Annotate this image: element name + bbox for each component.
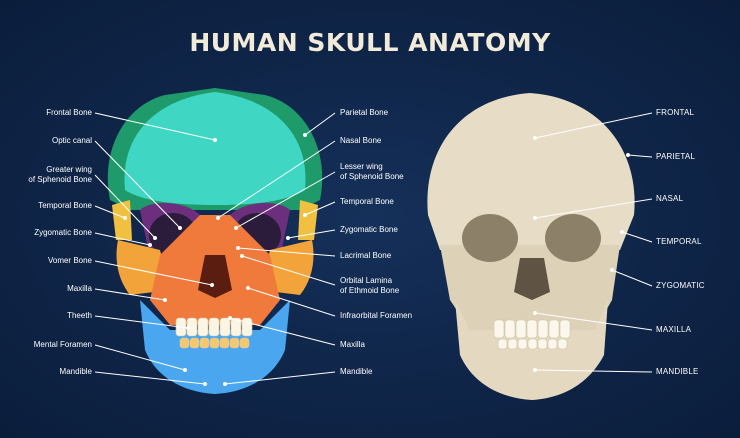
label-zygomatic-bone-left: Zygomatic Bone (34, 228, 92, 237)
label-temporal-bone-right: Temporal Bone (340, 197, 394, 206)
natural-teeth-row (493, 319, 571, 350)
label-mandible-left: Mandible (59, 367, 92, 376)
label-optic-canal: Optic canal (51, 136, 92, 145)
label-greater-wing-sphenoid: Greater wing of Sphenoid Bone (28, 165, 92, 184)
natural-orbit-right (545, 214, 601, 262)
frontal-bone-region (124, 92, 306, 205)
label-mental-foramen: Mental Foramen (33, 340, 92, 349)
label-mandible-right: Mandible (340, 367, 373, 376)
label-lacrimal-bone: Lacrimal Bone (340, 251, 392, 260)
page-title: HUMAN SKULL ANATOMY (189, 28, 551, 57)
label-lesser-wing-sphenoid: Lesser wing of Sphenoid Bone (340, 162, 404, 181)
temporal-bone-right (298, 200, 318, 240)
label-infraorbital-foramen: Infraorbital Foramen (340, 311, 413, 320)
label-natural-mandible: MANDIBLE (656, 367, 699, 376)
label-vomer-bone: Vomer Bone (47, 256, 92, 265)
teeth-row (175, 317, 253, 349)
label-temporal-bone-left: Temporal Bone (38, 201, 92, 210)
label-frontal-bone: Frontal Bone (46, 108, 92, 117)
nasal-cavity (198, 255, 232, 298)
label-teeth: Theeth (67, 311, 92, 320)
label-maxilla-left: Maxilla (67, 284, 92, 293)
natural-mandible (455, 300, 608, 400)
label-natural-maxilla: MAXILLA (656, 325, 692, 334)
label-natural-parietal: PARIETAL (656, 152, 696, 161)
label-natural-frontal: FRONTAL (656, 108, 695, 117)
label-maxilla-right: Maxilla (340, 340, 365, 349)
label-zygomatic-bone-right: Zygomatic Bone (340, 225, 398, 234)
natural-cranium (427, 93, 635, 250)
label-nasal-bone: Nasal Bone (340, 136, 382, 145)
label-parietal-bone: Parietal Bone (340, 108, 389, 117)
label-natural-zygomatic: ZYGOMATIC (656, 281, 705, 290)
label-orbital-lamina-ethmoid: Orbital Lamina of Ethmoid Bone (340, 276, 400, 295)
label-natural-temporal: TEMPORAL (656, 237, 702, 246)
temporal-bone-left (112, 200, 132, 240)
natural-orbit-left (462, 214, 518, 262)
natural-nasal-cavity (514, 258, 550, 300)
label-natural-nasal: NASAL (656, 194, 684, 203)
